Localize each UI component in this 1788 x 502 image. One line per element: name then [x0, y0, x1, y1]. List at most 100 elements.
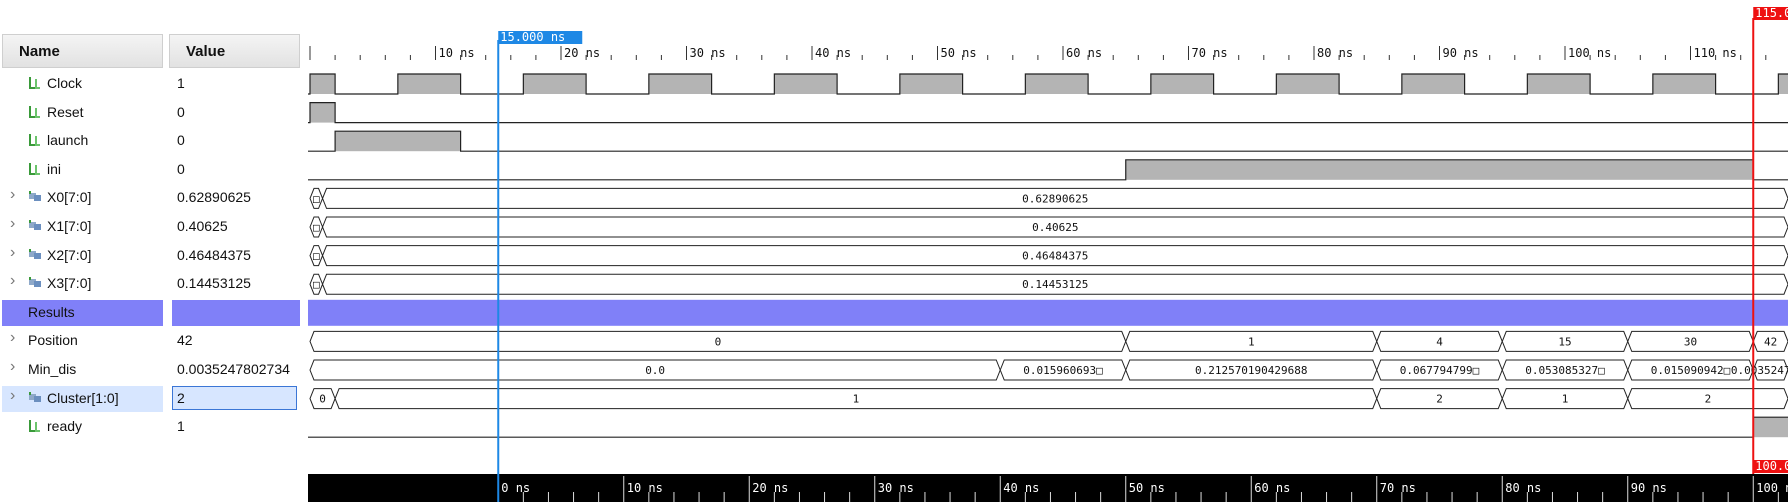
bottom-timeline-label: 10 ns	[627, 481, 663, 495]
bottom-timeline-label: 70 ns	[1380, 481, 1416, 495]
bus-segment-value: 0.015960693□	[1023, 364, 1103, 377]
timeline-tick-label: 80 ns	[1317, 46, 1353, 60]
signal-row[interactable]: › X1[7:0] 0.40625	[0, 213, 308, 241]
bus-signal-icon	[29, 391, 41, 402]
bus-segment-value: 0.067794799□	[1400, 364, 1480, 377]
bus-segment-value: 0.003524780□	[1731, 364, 1788, 377]
bus-segment-value: 0.46484375	[1022, 250, 1088, 263]
timeline-tick-label: 10 ns	[439, 46, 475, 60]
expand-chevron-icon[interactable]: ›	[10, 272, 16, 290]
bit-signal-icon	[29, 105, 40, 118]
bus-segment-value: □	[313, 221, 320, 234]
waveform-high-fill	[1401, 74, 1465, 94]
group-value-highlight	[172, 299, 300, 326]
waveform-high-fill	[899, 74, 963, 94]
signal-value: 1	[177, 418, 185, 435]
bit-signal-icon	[29, 77, 40, 89]
signal-name: Reset	[47, 103, 84, 120]
timeline-tick-label: 30 ns	[690, 46, 726, 60]
bus-segment	[322, 187, 1788, 209]
bottom-timeline-label: 30 ns	[878, 481, 914, 495]
red-cursor-label: 115.000 ns	[1755, 6, 1788, 20]
signal-name: X0[7:0]	[47, 189, 92, 206]
bus-segment-value: 4	[1436, 335, 1443, 348]
timeline-tick-label: 90 ns	[1443, 46, 1479, 60]
bottom-timeline-label: 20 ns	[752, 481, 788, 495]
bus-signal-icon	[29, 248, 41, 259]
signal-row[interactable]: ›X2[7:0]0.46484375	[0, 242, 308, 270]
signal-value: 0.0035247802734	[177, 361, 290, 377]
bus-segment-value: 0.212570190429688	[1195, 364, 1308, 377]
bus-segment-value: 0.053085327□	[1525, 364, 1605, 377]
signal-row[interactable]: Results	[0, 299, 308, 327]
red-cursor-bottom-label: 100.000 ns	[1755, 459, 1788, 473]
expand-chevron-icon[interactable]: ›	[10, 215, 16, 232]
waveform-high-fill	[1652, 74, 1716, 94]
signal-row[interactable]: › X0[7:0] 0.62890625	[0, 184, 308, 212]
signal-value: 2	[177, 389, 185, 406]
bus-segment-value: 1	[1562, 393, 1569, 406]
value-column-header[interactable]: Value	[169, 34, 300, 68]
bit-signal-icon	[29, 420, 40, 433]
timeline-tick-label: 100 ns	[1568, 46, 1611, 60]
waveform-high-fill	[648, 74, 712, 94]
bus-segment-value: 2	[1436, 393, 1443, 406]
timeline-tick-label: 110 ns	[1694, 46, 1737, 60]
bus-segment-value: 0.14453125	[1022, 278, 1088, 291]
timeline-tick-label: 60 ns	[1066, 46, 1102, 60]
signal-row[interactable]: › Cluster[1:0] 2	[0, 385, 308, 413]
signal-name: Clock	[47, 75, 83, 91]
signal-name: X2[7:0]	[47, 246, 92, 263]
signal-value: 0	[177, 103, 185, 120]
bit-signal-icon	[29, 134, 40, 147]
waveform-high-fill	[310, 102, 336, 123]
expand-chevron-icon[interactable]: ›	[10, 386, 16, 404]
bus-segment-value: 0.40625	[1032, 221, 1078, 234]
bus-segment-value: □	[313, 250, 320, 263]
blue-cursor-label: 15.000 ns	[500, 30, 565, 44]
selected-name-highlight	[2, 385, 163, 412]
signal-value: 0.40625	[177, 218, 228, 234]
bus-segment	[1752, 330, 1788, 352]
bottom-timeline-bar	[308, 474, 1788, 502]
bus-segment	[1627, 388, 1788, 410]
bottom-timeline-label: 80 ns	[1505, 481, 1541, 495]
bottom-timeline-label: 90 ns	[1631, 481, 1667, 495]
timeline-tick-label: 50 ns	[941, 46, 977, 60]
signal-name: Cluster[1:0]	[47, 389, 119, 406]
bus-segment-value: □	[313, 278, 320, 291]
bus-segment-value: 30	[1684, 335, 1697, 348]
signal-value: 0.62890625	[177, 189, 251, 206]
signal-row[interactable]: Reset 0	[0, 99, 308, 127]
expand-chevron-icon[interactable]: ›	[10, 358, 16, 375]
expand-chevron-icon[interactable]: ›	[10, 186, 16, 204]
expand-chevron-icon[interactable]: ›	[10, 329, 16, 347]
bus-signal-icon	[29, 191, 41, 202]
waveform-high-fill	[310, 74, 336, 94]
signal-row[interactable]: ›X3[7:0]0.14453125	[0, 270, 308, 298]
signal-name: launch	[47, 132, 89, 149]
expand-chevron-icon[interactable]: ›	[10, 243, 16, 261]
results-group-bar	[308, 299, 1788, 326]
signal-value: 0.14453125	[177, 275, 251, 292]
name-column-header[interactable]: Name	[2, 34, 163, 68]
bus-segment	[322, 216, 1788, 238]
signal-name: ini	[47, 160, 62, 177]
signal-name: X1[7:0]	[47, 218, 92, 234]
waveform-high-fill	[1125, 159, 1754, 180]
waveform-line	[308, 159, 1788, 181]
bit-signal-icon	[29, 162, 40, 175]
waveform-line	[308, 73, 1788, 95]
waveform-high-fill	[1527, 74, 1591, 94]
bus-segment-value: 0	[715, 335, 722, 348]
waveform-high-fill	[335, 131, 461, 152]
waveform-line	[308, 102, 1788, 124]
